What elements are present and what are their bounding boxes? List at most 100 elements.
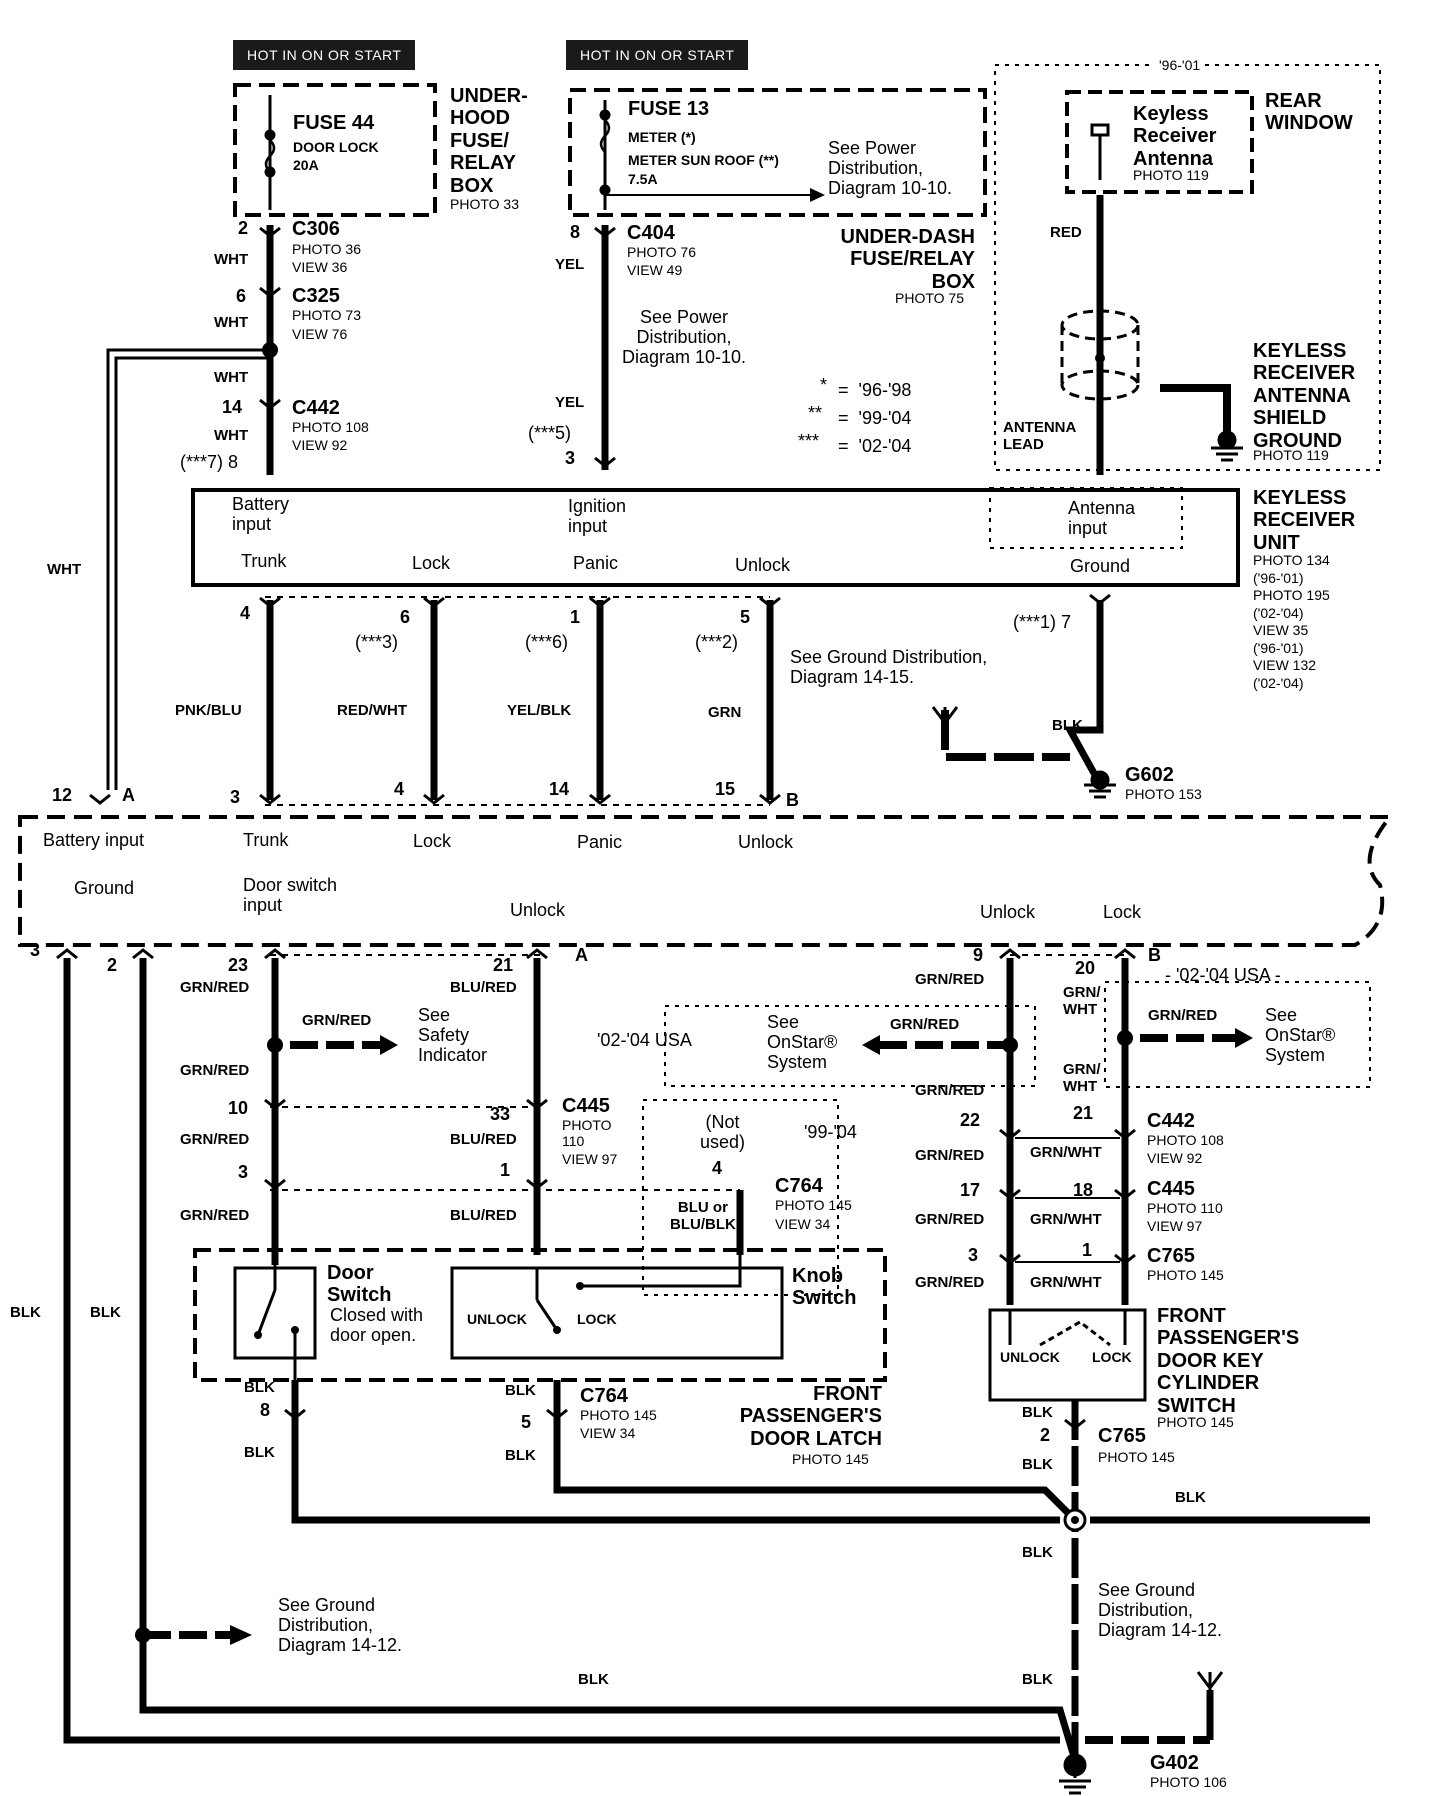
fuse13-line1: METER (*): [628, 129, 696, 145]
wire-grnred-6: GRN/RED: [1148, 1007, 1218, 1024]
ground-symbol-icon: [1059, 430, 1243, 1795]
legend-k1: *: [820, 375, 828, 395]
see-power-top: See Power Distribution, Diagram 10-10.: [828, 138, 953, 199]
c764b-name: C764: [580, 1385, 628, 1407]
receiver-unit-photos: PHOTO 134 ('96-'01) PHOTO 195 ('02-'04) …: [1253, 552, 1330, 691]
module-unlock-3: Unlock: [980, 902, 1036, 922]
c404-photo: PHOTO 76: [627, 244, 696, 260]
bottom-pin-20: 20: [1075, 958, 1096, 978]
legend-k3: ***: [798, 431, 820, 451]
c325-pin: 6: [236, 286, 247, 306]
wire-wht-4: WHT: [214, 427, 249, 444]
c764b-pin-8: 8: [260, 1400, 271, 1420]
c445a-pin-33: 33: [490, 1104, 511, 1124]
knob-switch-box: [450, 1266, 784, 1360]
fuse44-desc: DOOR LOCK: [293, 139, 379, 155]
c764a-photo: PHOTO 145: [775, 1197, 852, 1213]
bottom-pin-21: 21: [493, 955, 514, 975]
splice-dot-icon: [262, 342, 278, 358]
onstar-left-region: [664, 1005, 1036, 1087]
wire-blk-10: BLK: [1022, 1671, 1053, 1688]
receiver-unit-box: [191, 488, 1240, 587]
right-pin-2: 2: [1040, 1425, 1051, 1445]
wire-blu-or-blk: BLU or BLU/BLK: [670, 1199, 736, 1233]
door-switch-desc: Closed with door open.: [330, 1305, 424, 1346]
wire-grnred-5: GRN/RED: [915, 971, 985, 988]
c404-pin: 8: [570, 222, 581, 242]
right-pin-17: 17: [960, 1180, 981, 1200]
unit-pin-1-alt: (***6): [525, 632, 569, 652]
right-pin-22: 22: [960, 1110, 981, 1130]
unit-pin-5: 5: [740, 607, 751, 627]
module-pin-12: 12: [52, 785, 73, 805]
yel-alt-pin: (***5): [528, 423, 572, 443]
module-lock: Lock: [413, 831, 452, 851]
control-module-box: [18, 815, 1395, 947]
wire-grnred-11: GRN/RED: [915, 1211, 985, 1228]
c404-view: VIEW 49: [627, 262, 683, 278]
knob-switch-title: Knob Switch: [792, 1265, 857, 1310]
unit-lock: Lock: [412, 553, 451, 573]
c306-pin: 2: [238, 218, 249, 238]
c764-not-used-region: [642, 1099, 839, 1296]
unit-battery: Battery input: [232, 494, 290, 535]
knob-lock: LOCK: [577, 1311, 617, 1327]
bottom-pin-3: 3: [30, 940, 41, 960]
wire-grnwht-2: GRN/WHT: [1030, 1211, 1102, 1228]
c764a-name: C764: [775, 1175, 823, 1197]
wire-wht-2: WHT: [214, 314, 249, 331]
c445b-photo: PHOTO 110: [1147, 1200, 1223, 1216]
wire-blk-4: BLK: [505, 1447, 536, 1464]
onstar-left: See OnStar® System: [767, 1012, 838, 1073]
c306-photo: PHOTO 36: [292, 241, 361, 257]
unit-unlock: Unlock: [735, 555, 791, 575]
g602-photo: PHOTO 153: [1125, 786, 1202, 802]
module-ground: Ground: [74, 878, 135, 898]
c765b-photo: PHOTO 145: [1098, 1449, 1175, 1465]
unit-pin-4: 4: [240, 603, 251, 623]
fuse44-name: FUSE 44: [293, 112, 375, 134]
wire-grnwht-split-2: GRN/ WHT: [1063, 1061, 1101, 1095]
wire-red: RED: [1050, 224, 1082, 241]
c445a-pin-10: 10: [228, 1098, 249, 1118]
antenna-lead: ANTENNA LEAD: [1003, 419, 1077, 453]
unit-pin-5-alt: (***2): [695, 632, 739, 652]
c442b-photo: PHOTO 108: [1147, 1132, 1224, 1148]
c325-name: C325: [292, 285, 340, 307]
not-used: (Not used): [700, 1112, 746, 1153]
module-lock-2: Lock: [1103, 902, 1142, 922]
right-pin-3: 3: [968, 1245, 979, 1265]
unit-ignition: Ignition input: [568, 496, 627, 537]
right-pin-18: 18: [1073, 1180, 1094, 1200]
key-cyl-lock: LOCK: [1092, 1349, 1132, 1365]
right-pin-21: 21: [1073, 1103, 1094, 1123]
c445b-view: VIEW 97: [1147, 1218, 1203, 1234]
pin-1-left: 1: [500, 1160, 511, 1180]
see-power-mid: See Power Distribution, Diagram 10-10.: [622, 307, 747, 368]
wire-grnred-8: GRN/RED: [180, 1131, 250, 1148]
antenna-box: [1065, 90, 1254, 194]
wire-blk-7: BLK: [1175, 1489, 1206, 1506]
c764b-view: VIEW 34: [580, 1425, 636, 1441]
c764b-photo: PHOTO 145: [580, 1407, 657, 1423]
module-pin-4: 4: [394, 779, 405, 799]
fuse13-line2: METER SUN ROOF (**): [628, 152, 779, 168]
fuse44-icon: [264, 129, 276, 141]
wire-grnred-7: GRN/RED: [915, 1082, 985, 1099]
wire-yel-1: YEL: [555, 256, 585, 273]
wire-grnred-1: GRN/RED: [180, 979, 250, 996]
c306-name: C306: [292, 218, 340, 240]
fuse13-name: FUSE 13: [628, 98, 710, 120]
see-ground-left: See Ground Distribution, Diagram 14-12.: [278, 1595, 403, 1656]
antenna-icon: [931, 123, 1224, 1691]
usa-right: - '02-'04 USA -: [1165, 965, 1281, 985]
antenna-photo: PHOTO 119: [1133, 167, 1209, 183]
wire-blk-8: BLK: [1022, 1544, 1053, 1561]
key-cyl-photo: PHOTO 145: [1157, 1414, 1234, 1430]
legend-v1: = '96-'98: [838, 380, 912, 400]
wire-redwht: RED/WHT: [337, 702, 407, 719]
unit-pin-6: 6: [400, 607, 411, 627]
module-pin-a: A: [122, 785, 135, 805]
wire-blured-2: BLU/RED: [450, 1131, 517, 1148]
